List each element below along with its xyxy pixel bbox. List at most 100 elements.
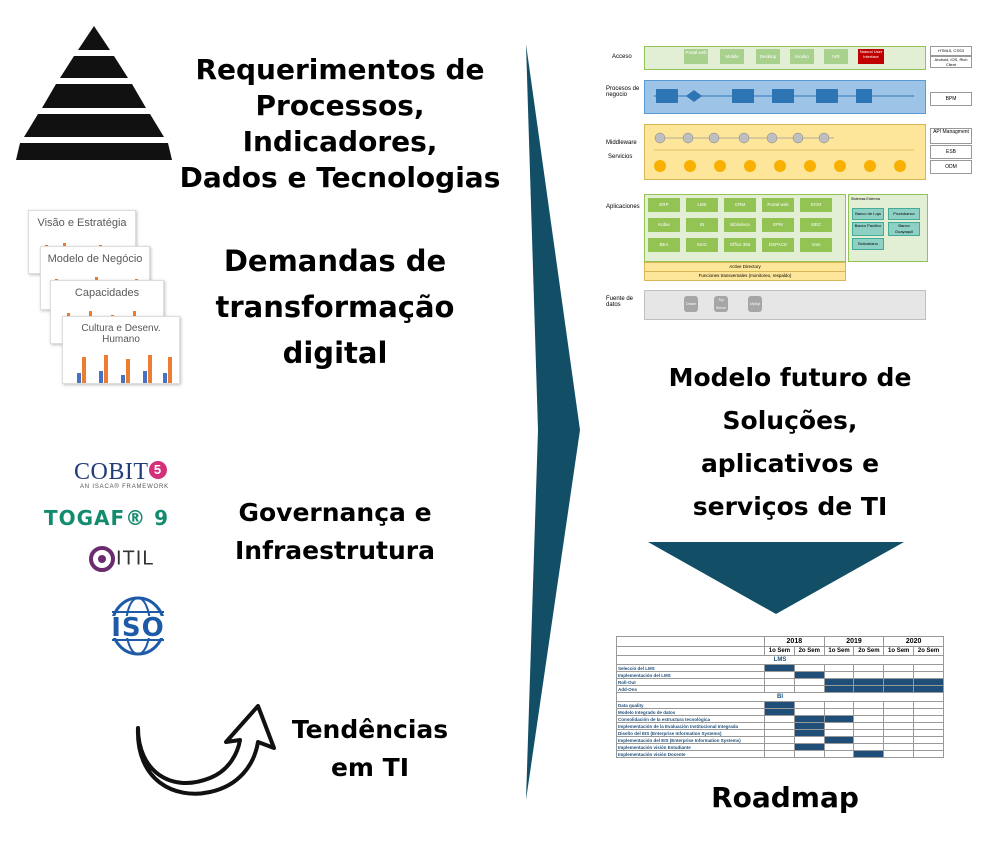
app-item: SIEC [800,218,832,232]
external-item: Banco Guayaquil [888,222,920,236]
roadmap-task-row: Implementación de la Evaluación Instituc… [616,722,944,730]
roadmap-task-row: Modelo Integrado de datos [616,708,944,716]
roadmap-cell [853,729,885,737]
access-item: Kiosko [790,49,814,64]
roadmap-cell [913,678,944,686]
roadmap-task-row: Diseño del EIS (Enterprise Information S… [616,729,944,737]
iso-logo [104,596,172,656]
app-item: ERP [648,198,680,212]
roadmap-task-label: Roll-Out [616,678,765,686]
roadmap-cell [764,743,795,751]
card-label: Cultura e Desenv. Humano [81,323,161,345]
roadmap-cell [883,743,915,751]
roadmap-cell [823,701,855,709]
model-title-line2: Soluções, [722,406,858,435]
roadmap-task-label: Consolidación de la estructura tecnológi… [616,715,765,723]
roadmap-cell [853,664,885,672]
demands-line1: Demandas de [223,244,447,278]
model-title: Modelo futuro de Soluções, aplicativos e… [650,356,930,528]
arch-row-label: Fuente de datos [606,296,634,308]
roadmap-cell [764,736,795,744]
external-item: Banco Pacífico [852,222,884,236]
iso-text: ISO [111,613,165,643]
access-item: Desktop [756,49,780,64]
app-item: BEA [648,238,680,252]
arch-row-label: Procesos de negocio [606,86,640,98]
roadmap-task-row: Data quality [616,701,944,709]
center-arrow [526,44,580,800]
roadmap-cell [853,671,885,679]
roadmap-cell [883,729,915,737]
app-item: EPM [762,218,794,232]
roadmap-task-label: Implementación visión Docente [616,750,765,758]
itil-logo: ITIL [88,545,154,575]
roadmap-cell [823,685,855,693]
arch-right-label: ODM [930,160,972,174]
architecture-diagram: Acceso Procesos de negocio Middleware Se… [600,40,975,325]
roadmap-cell [793,750,825,758]
roadmap-task-label: Implementación del EIS (Enterprise Infor… [616,736,765,744]
roadmap-cell [853,743,885,751]
roadmap-cell [823,743,855,751]
roadmap-cell [823,664,855,672]
model-title-line1: Modelo futuro de [668,363,912,392]
roadmap-cell [853,678,885,686]
roadmap-cell [913,664,944,672]
roadmap-cell [883,685,915,693]
roadmap-cell [853,736,885,744]
roadmap-corner [616,636,765,647]
roadmap-cell [913,708,944,716]
card-label: Modelo de Negócio [47,253,143,265]
cobit-subtitle: AN ISACA® FRAMEWORK [80,484,169,490]
roadmap-cell [883,722,915,730]
roadmap-cell [793,671,825,679]
roadmap-cell [883,664,915,672]
app-item: SIAC [686,238,718,252]
roadmap-section-row: BI [616,692,944,702]
trends-line1: Tendências [291,715,449,744]
model-title-line4: serviços de TI [692,492,888,521]
roadmap-cell [793,736,825,744]
roadmap-section-label: BI [616,692,944,702]
transversal-bar: Funciones transversales (monitoreo, resp… [644,271,846,281]
roadmap-section-row: LMS [616,655,944,665]
roadmap-semester: 2o Sem [793,646,825,656]
roadmap-cell [764,671,795,679]
roadmap-year: 2020 [883,636,944,647]
roadmap-semester: 2o Sem [913,646,944,656]
app-item: Voto Electrónico [800,238,832,252]
app-item: ECM [800,198,832,212]
roadmap-task-label: Diseño del EIS (Enterprise Information S… [616,729,765,737]
access-item: Natural User Interface [858,49,884,64]
roadmap-task-label: Implementación visión Estudiante [616,743,765,751]
app-item: Office 365 [724,238,756,252]
requirements-text: Requerimentos de Processos, Indicadores,… [170,52,510,196]
card-label: Visão e Estratégia [37,217,127,229]
cobit-text: COBIT [74,459,149,485]
roadmap-cell [913,715,944,723]
database-icon: MySql [748,296,762,312]
roadmap-cell [913,671,944,679]
access-item: Portal web [684,49,708,64]
database-icon: Oracle [684,296,698,312]
roadmap-cell [823,736,855,744]
arch-row-label: Servicios [608,154,633,160]
app-item: LMS [686,198,718,212]
roadmap-year: 2018 [764,636,825,647]
roadmap-cell [764,664,795,672]
roadmap-task-row: Implementación visión Docente [616,750,944,758]
database-icon: Sql Server [714,296,728,312]
roadmap-cell [793,715,825,723]
app-item: CRM [724,198,756,212]
roadmap-cell [764,750,795,758]
app-item: DSPACE [762,238,794,252]
roadmap-cell [823,708,855,716]
external-item: Bolivariano [852,238,884,250]
roadmap-cell [913,736,944,744]
model-title-line3: aplicativos e [700,449,880,478]
roadmap-task-row: Selecció del LMS [616,664,944,672]
roadmap-cell [913,685,944,693]
roadmap-cell [883,708,915,716]
roadmap-task-label: Modelo Integrado de datos [616,708,765,716]
